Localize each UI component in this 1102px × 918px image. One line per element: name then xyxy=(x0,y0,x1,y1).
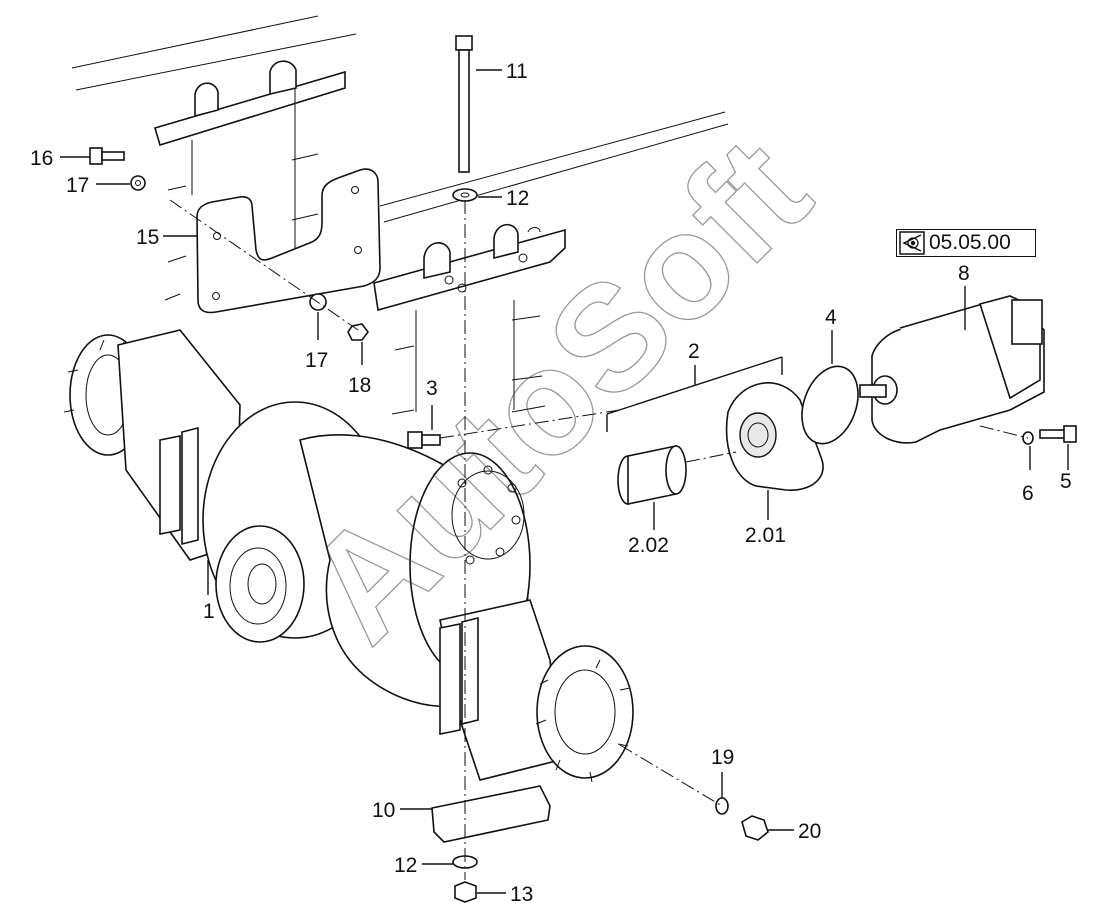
bolt-16 xyxy=(89,147,125,165)
washer-17-top xyxy=(130,175,146,191)
frame-rails xyxy=(71,15,729,223)
assembly-center-lines xyxy=(169,199,1029,880)
label-17-top: 17 xyxy=(66,174,89,197)
view-reference-icon xyxy=(899,231,925,255)
label-15: 15 xyxy=(136,226,159,249)
washer-19 xyxy=(715,797,729,815)
mounting-plate xyxy=(196,168,381,314)
nut-13 xyxy=(454,881,477,903)
label-8: 8 xyxy=(958,262,970,285)
bushing-2-02 xyxy=(617,445,687,505)
label-6: 6 xyxy=(1022,482,1034,505)
mounting-bracket-rear xyxy=(154,60,346,301)
label-13: 13 xyxy=(510,883,533,906)
plate-10 xyxy=(431,785,551,843)
label-2-01: 2.01 xyxy=(745,524,786,547)
washer-17-top-hole xyxy=(135,180,141,186)
label-19: 19 xyxy=(711,746,734,769)
label-10: 10 xyxy=(372,799,395,822)
label-18: 18 xyxy=(348,374,371,397)
bolt-5 xyxy=(1039,425,1077,443)
label-3: 3 xyxy=(426,377,438,400)
nut-18 xyxy=(347,323,369,341)
group-2-bracket xyxy=(606,356,783,432)
label-16: 16 xyxy=(30,147,53,170)
label-17-lower: 17 xyxy=(305,349,328,372)
reference-link[interactable]: 05.05.00 xyxy=(896,229,1036,257)
nut-20 xyxy=(741,815,769,841)
label-2-02: 2.02 xyxy=(628,534,669,557)
label-5: 5 xyxy=(1060,470,1072,493)
label-12-top: 12 xyxy=(506,187,529,210)
label-20: 20 xyxy=(798,820,821,843)
label-1: 1 xyxy=(203,600,215,623)
label-2: 2 xyxy=(688,340,700,363)
washer-12-top xyxy=(452,188,478,202)
callout-labels: 11 12 16 17 15 17 18 3 2 4 8 6 5 2.02 2.… xyxy=(30,60,1072,906)
reference-code: 05.05.00 xyxy=(929,231,1011,254)
leader-lines xyxy=(60,69,1069,894)
axle-housing xyxy=(63,329,634,783)
bolt-11 xyxy=(455,35,473,173)
o-ring-4 xyxy=(801,365,859,445)
hydraulic-motor-8 xyxy=(859,295,1045,444)
label-12-bottom: 12 xyxy=(394,854,417,877)
label-11: 11 xyxy=(506,60,528,83)
screw-3 xyxy=(407,431,441,449)
bearing-flange-2-01 xyxy=(725,382,824,491)
mounting-bracket-front xyxy=(373,223,566,415)
label-4: 4 xyxy=(825,306,837,329)
washer-12-top-hole xyxy=(460,192,470,198)
